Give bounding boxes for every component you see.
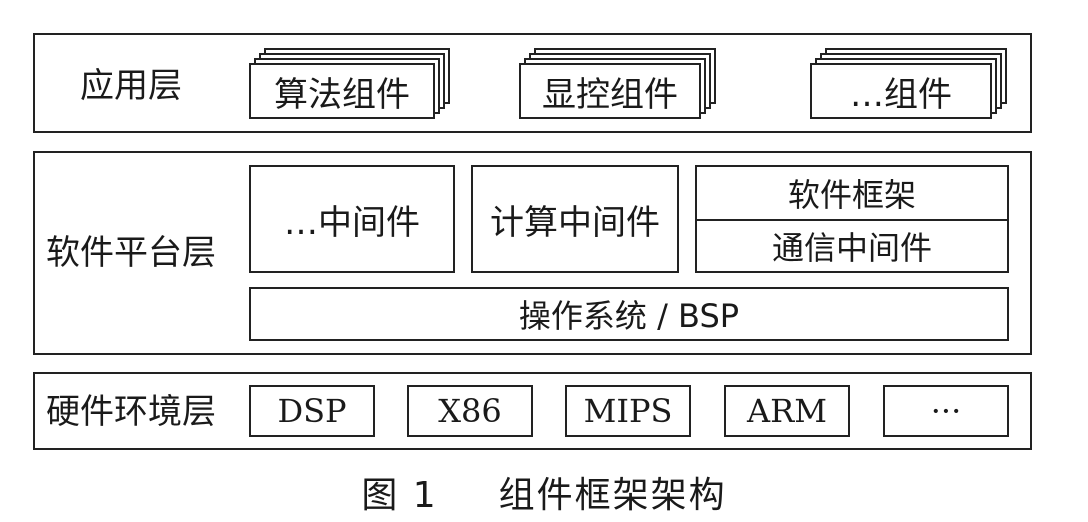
hardware-platform-box: X86 — [407, 385, 533, 437]
hardware-platform-box: MIPS — [565, 385, 691, 437]
os-bsp-box: 操作系统 / BSP — [249, 287, 1009, 341]
figure-number: 图 1 — [361, 475, 438, 516]
figure-caption: 图 1 组件框架架构 — [0, 466, 1088, 518]
component-box: 算法组件 — [249, 63, 435, 119]
compute-middleware-box: 计算中间件 — [471, 165, 679, 273]
application-layer-label: 应用层 — [80, 66, 182, 106]
figure-title: 组件框架架构 — [498, 475, 727, 516]
hardware-platform-box: ··· — [883, 385, 1009, 437]
hardware-layer-label: 硬件环境层 — [46, 392, 216, 432]
software-framework-box: 软件框架 — [695, 165, 1009, 221]
communication-middleware-box: 通信中间件 — [695, 219, 1009, 273]
component-box: 显控组件 — [519, 63, 701, 119]
software-platform-layer-label: 软件平台层 — [46, 233, 216, 273]
other-middleware-box: …中间件 — [249, 165, 455, 273]
component-box: …组件 — [810, 63, 992, 119]
hardware-platform-box: DSP — [249, 385, 375, 437]
hardware-platform-box: ARM — [724, 385, 850, 437]
